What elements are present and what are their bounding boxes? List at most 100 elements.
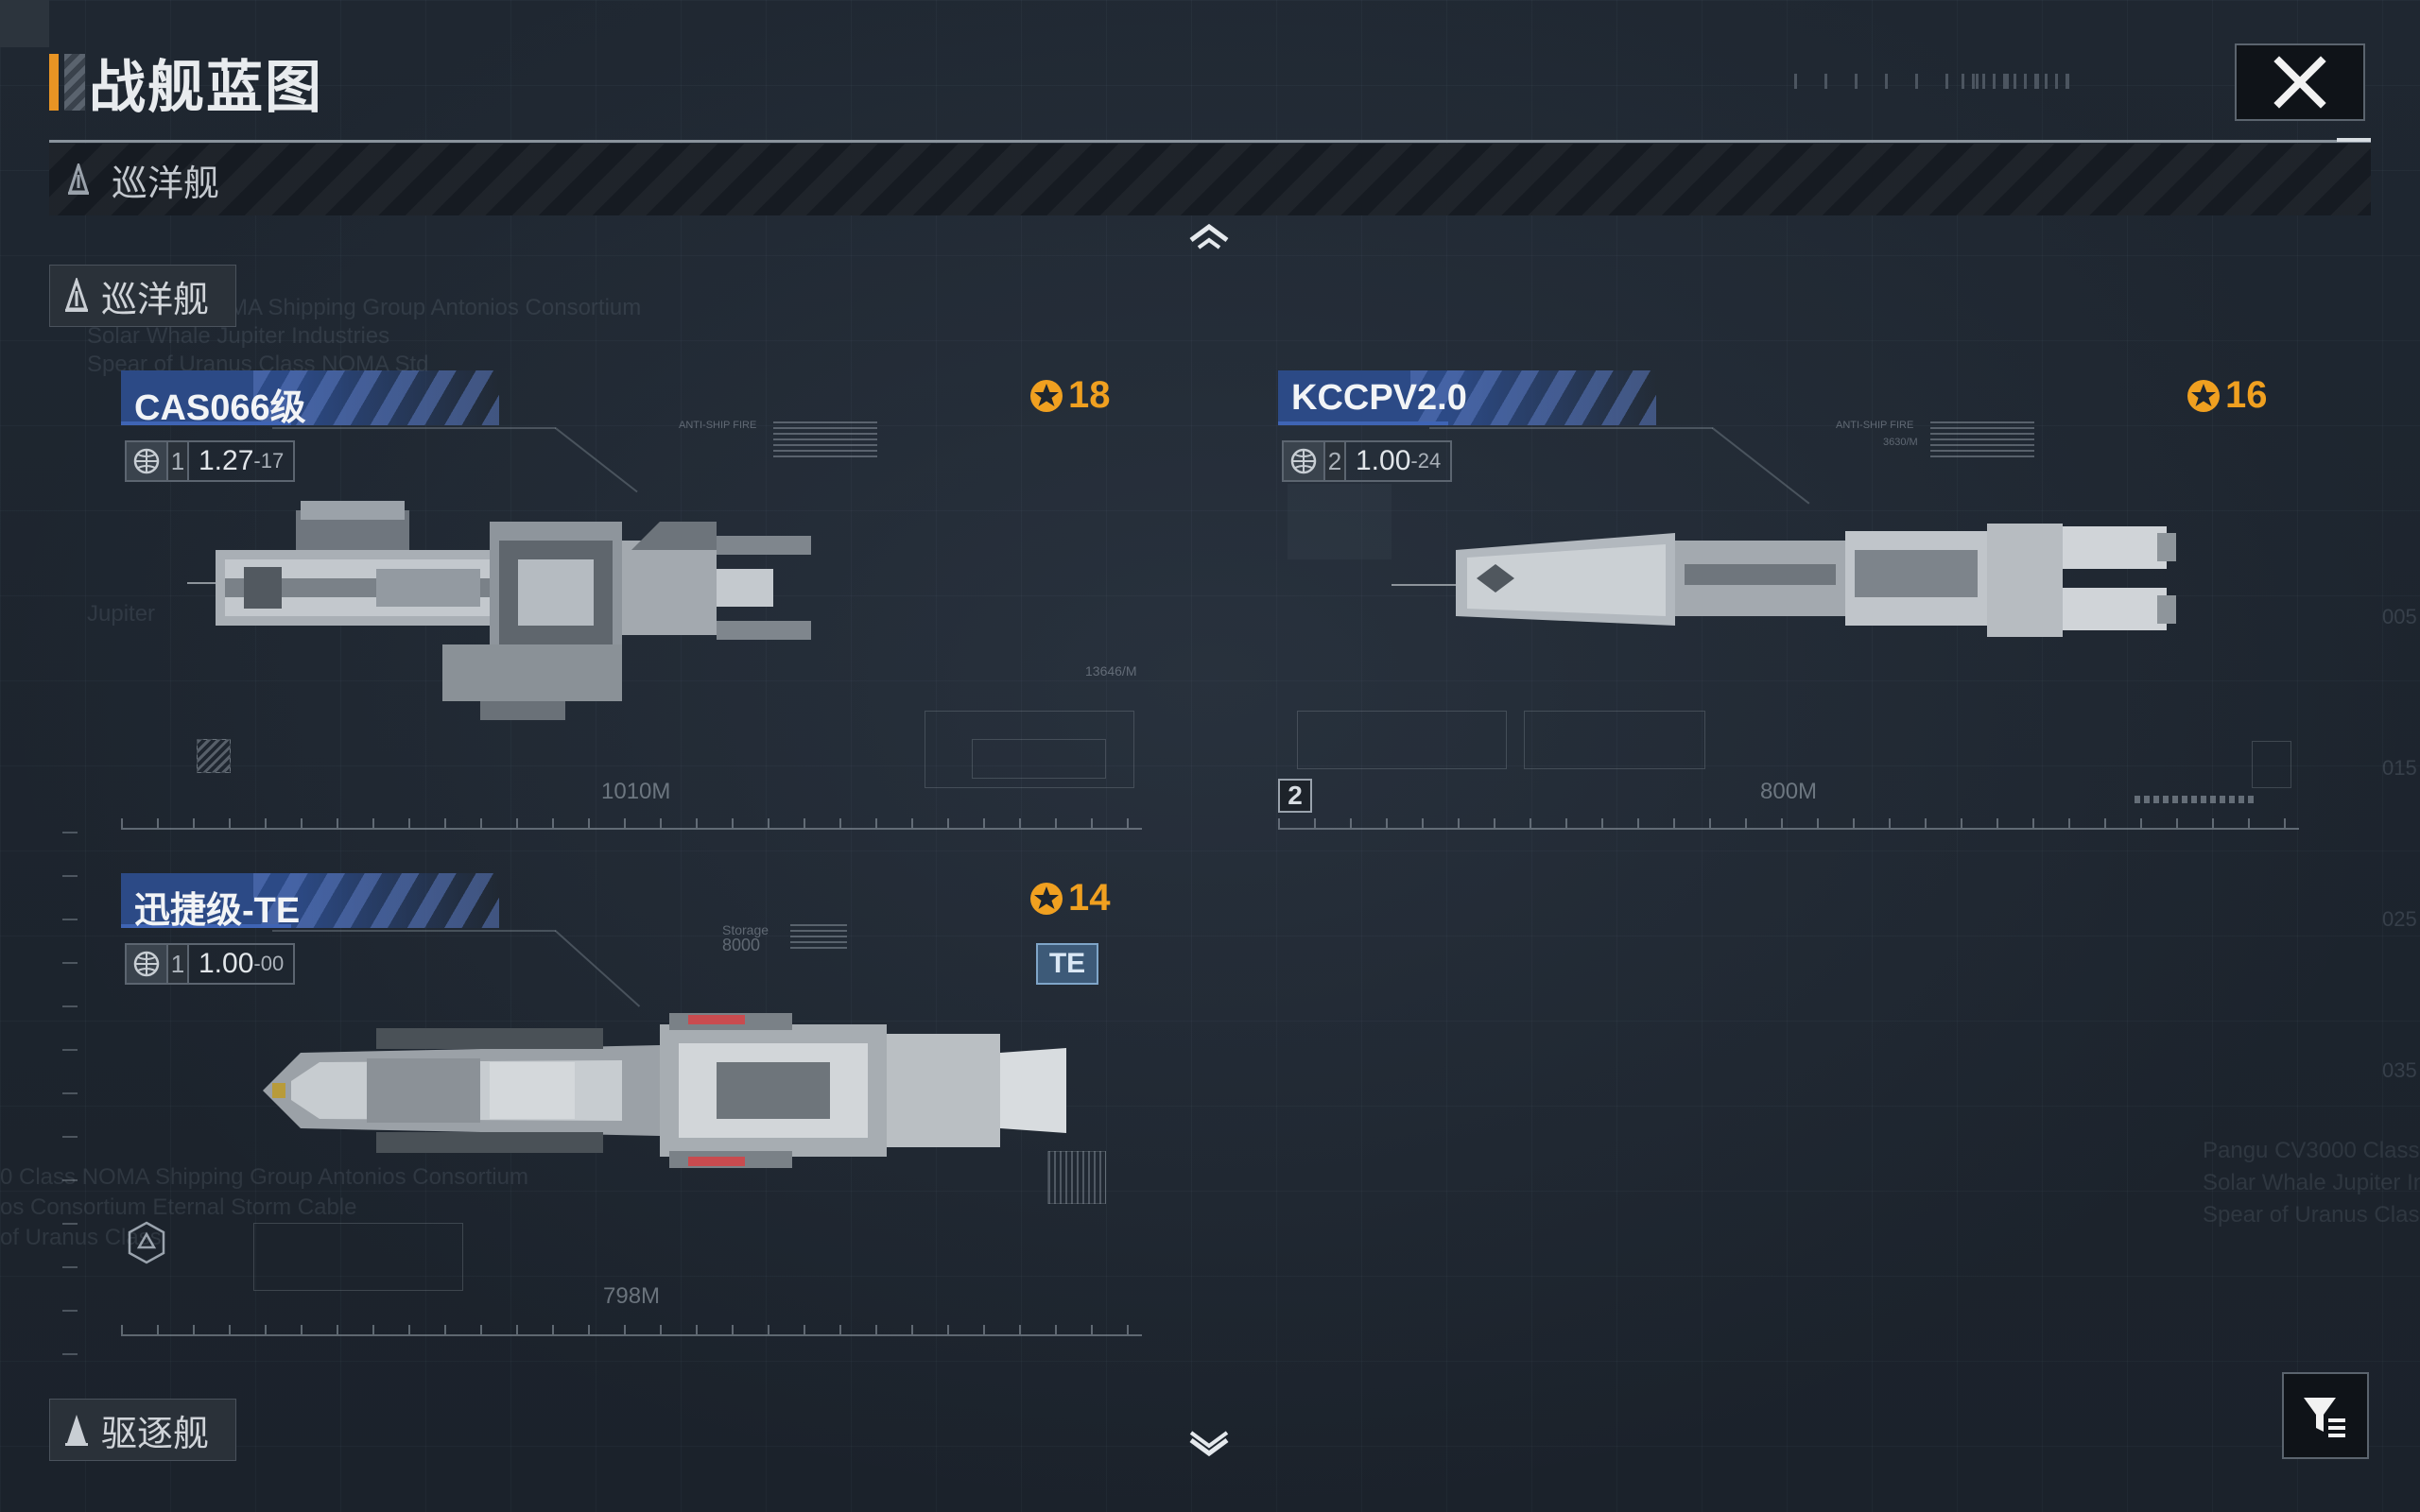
section-tag-cruiser[interactable]: 巡洋舰 xyxy=(49,265,237,327)
close-button[interactable] xyxy=(2235,43,2365,121)
name-plate-stripes xyxy=(1410,370,1656,425)
blueprint-sketch xyxy=(1524,711,1705,769)
version-value: 1.00 xyxy=(1356,445,1411,476)
power-rating: 14 xyxy=(1028,877,1111,919)
scale-ruler xyxy=(1278,815,2299,830)
header-divider-cap xyxy=(2337,138,2371,142)
annotation-lines xyxy=(1930,421,2034,459)
ship-length: 798M xyxy=(603,1283,661,1309)
ship-length: 800M xyxy=(1760,779,1818,804)
power-star-icon xyxy=(1030,379,1063,412)
ship-name: KCCPV2.0 xyxy=(1291,378,1467,418)
title-accent-bar xyxy=(49,54,59,111)
globe-icon xyxy=(125,440,168,482)
power-rating: 18 xyxy=(1028,374,1111,417)
tick-strip xyxy=(2135,796,2257,803)
ship-class-icon xyxy=(64,278,89,312)
ghost-scale-label: 035 xyxy=(2382,1058,2417,1082)
ship-class-icon xyxy=(65,1415,88,1446)
leader-line xyxy=(272,930,556,932)
ship-name: CAS066级 xyxy=(134,388,306,428)
filter-icon xyxy=(2304,1398,2345,1437)
side-tick-marks xyxy=(62,832,78,1361)
power-star-icon xyxy=(1030,882,1063,915)
power-value: 16 xyxy=(2225,374,2268,416)
blueprint-sketch xyxy=(1297,711,1507,769)
blueprint-sketch xyxy=(972,739,1106,779)
ship-info-row: 2 1.00 -24 xyxy=(1282,440,1453,482)
power-value: 14 xyxy=(1068,877,1111,919)
blueprint-sketch xyxy=(197,739,231,773)
title-stripe xyxy=(64,54,85,111)
version-box: 1.27 -17 xyxy=(189,440,296,482)
tier-value: 1 xyxy=(168,440,189,482)
annotation-lines xyxy=(773,421,877,459)
blueprint-number-badge: 2 xyxy=(1278,779,1312,813)
category-bar[interactable]: 巡洋舰 xyxy=(49,144,2371,215)
globe-icon xyxy=(125,943,168,985)
section-tag-destroyer[interactable]: 驱逐舰 xyxy=(49,1399,237,1461)
power-value: 18 xyxy=(1068,374,1111,416)
version-value: 1.00 xyxy=(199,948,254,979)
ghost-text: os Consortium Eternal Storm Cable xyxy=(0,1194,357,1220)
ship-card-kccpv2[interactable]: KCCPV2.0 2 1.00 -24 16 ANTI-SHIP FIRE 36… xyxy=(1278,370,2299,852)
leader-line xyxy=(1429,427,1713,429)
ship-length: 1010M xyxy=(601,779,671,804)
version-sub: -00 xyxy=(253,952,285,975)
ghost-text: Solar Whale Jupiter In xyxy=(2203,1170,2420,1195)
blueprint-sketch xyxy=(925,711,1134,788)
leader-line xyxy=(1711,427,1810,505)
ghost-text: Solar Whale Jupiter Industries xyxy=(87,323,390,349)
ship-card-cas066[interactable]: CAS066级 1 1.27 -17 18 ANTI-SHIP FIRE 136… xyxy=(121,370,1142,852)
leader-line xyxy=(554,427,638,493)
annotation-text: 3630/M xyxy=(1883,437,1918,448)
blueprint-sketch xyxy=(2252,741,2291,788)
name-plate-edge xyxy=(1278,421,1448,425)
ship-class-icon xyxy=(67,163,90,195)
ship-info-row: 1 1.27 -17 xyxy=(125,440,296,482)
section-label: 巡洋舰 xyxy=(101,278,210,320)
name-plate xyxy=(1278,370,1656,425)
version-sub: -24 xyxy=(1410,449,1442,472)
ship-info-row: 1 1.00 -00 xyxy=(125,943,296,985)
ship-blueprint-image xyxy=(187,501,811,720)
ship-name: 迅捷级-TE xyxy=(134,891,301,931)
globe-icon xyxy=(1282,440,1325,482)
name-plate-edge xyxy=(121,421,291,425)
annotation-text: 13646/M xyxy=(1085,663,1137,679)
filter-button[interactable] xyxy=(2282,1372,2369,1459)
annotation-text: ANTI-SHIP FIRE xyxy=(679,420,757,431)
annotation-text: Storage xyxy=(722,922,769,937)
header-divider xyxy=(49,140,2371,143)
ship-blueprint-image xyxy=(263,1013,1066,1168)
annotation-lines xyxy=(790,924,847,953)
ship-blueprint-image xyxy=(1392,524,2176,637)
power-rating: 16 xyxy=(2186,374,2268,417)
name-plate-stripes xyxy=(253,873,499,928)
ghost-scale-label: 005 xyxy=(2382,605,2417,628)
blueprint-sketch xyxy=(1047,1151,1106,1204)
header-tick-decoration xyxy=(1962,74,2075,89)
scale-ruler xyxy=(121,1321,1142,1336)
tier-value: 2 xyxy=(1325,440,1346,482)
ghost-text: Spear of Uranus Class xyxy=(2203,1202,2420,1228)
name-plate xyxy=(121,873,499,928)
page-title: 战舰蓝图 xyxy=(89,54,323,121)
ghost-panel xyxy=(1288,484,1392,559)
version-sub: -17 xyxy=(253,449,285,472)
ghost-text: NOMA Shipping Group Antonios Consortium xyxy=(195,295,642,320)
scroll-up-chevron-icon[interactable] xyxy=(1185,219,1233,253)
power-star-icon xyxy=(2187,379,2220,412)
ship-card-xunjie-te[interactable]: 迅捷级-TE 1 1.00 -00 14 TE Storage 8000 xyxy=(121,873,1142,1355)
category-label: 巡洋舰 xyxy=(112,162,220,204)
name-plate-edge xyxy=(121,924,291,928)
section-label: 驱逐舰 xyxy=(101,1412,210,1454)
name-plate xyxy=(121,370,499,425)
version-value: 1.27 xyxy=(199,445,254,476)
ghost-scale-label: 015 xyxy=(2382,756,2417,780)
close-icon xyxy=(2273,56,2326,109)
scale-ruler xyxy=(121,815,1142,830)
scroll-down-chevron-icon[interactable] xyxy=(1185,1427,1233,1461)
hexagon-icon xyxy=(128,1221,165,1264)
